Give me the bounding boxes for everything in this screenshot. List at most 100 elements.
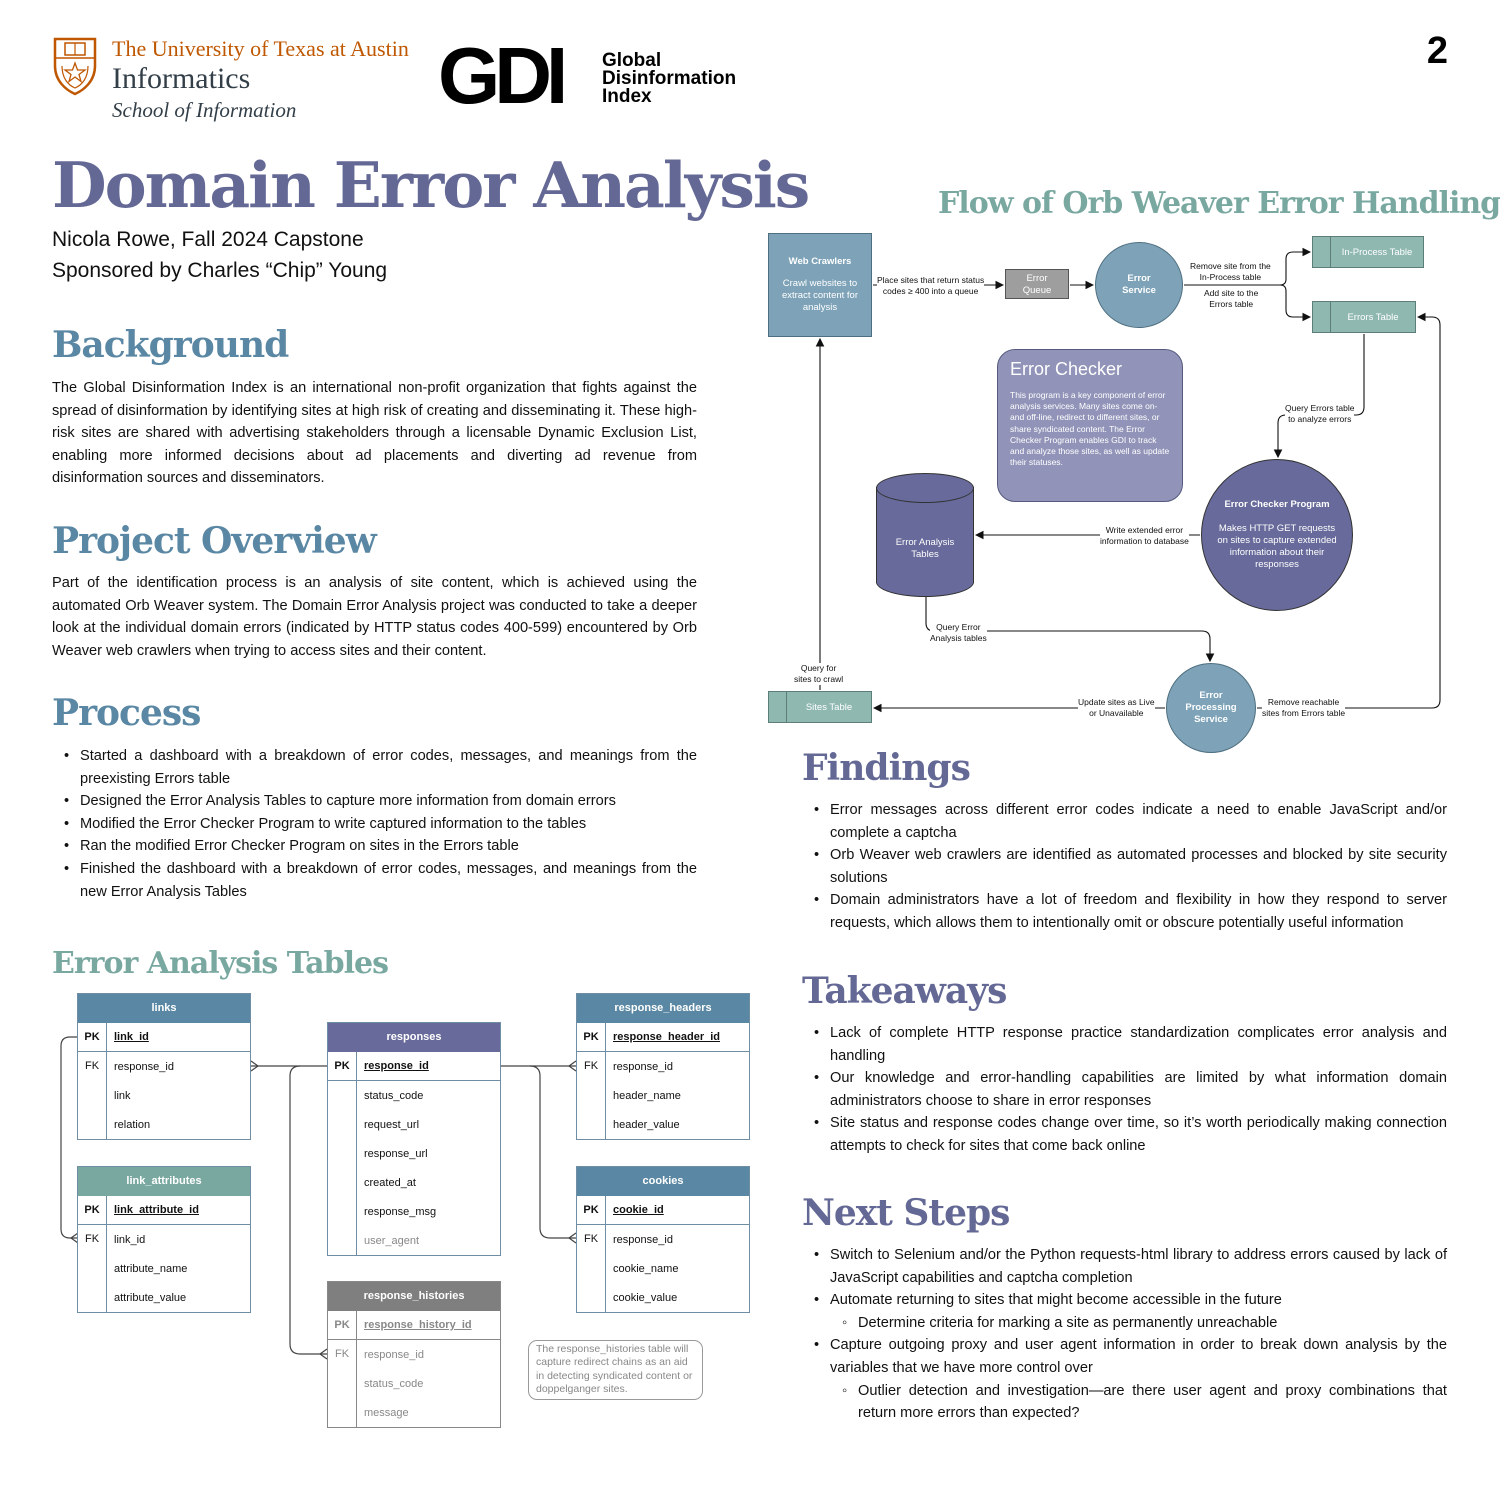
key-label [577,1283,606,1312]
edge-label-line: Write extended error [1105,525,1184,535]
gdi-mark: GDI [438,31,568,120]
ut-shield-icon [53,37,97,96]
key-label: FK [78,1225,107,1254]
key-label [577,1110,606,1139]
edge-label-line: Query Errors table [1285,403,1355,413]
db-label-line: Error Analysis [895,537,955,548]
key-label [328,1081,357,1110]
table-stub [1313,237,1331,267]
er-table-header: cookies [577,1167,749,1196]
pk-label: PK [328,1311,357,1339]
key-label [78,1110,107,1139]
edge-label-line: to analyze errors [1288,414,1352,424]
background-heading: Background [52,324,289,366]
next-steps-item: Capture outgoing proxy and user agent in… [802,1334,1447,1379]
edge-label-place-sites: Place sites that return status codes ≥ 4… [877,275,985,297]
takeaways-list: Lack of complete HTTP response practice … [802,1022,1447,1158]
field-name: response_id [613,1233,673,1246]
er-row: request_url [328,1110,500,1139]
gdi-wordmark: Global Disinformation Index [602,51,737,107]
error-checker-program-node: Error Checker Program Makes HTTP GET req… [1201,459,1353,611]
gdi-word-disinformation: Disinformation [602,68,737,89]
next-steps-subitem: Outlier detection and investigation—are … [802,1380,1447,1425]
field-name: status_code [364,1377,424,1390]
field-name: status_code [364,1089,424,1102]
error-checker-program-title: Error Checker Program [1224,499,1330,510]
process-item: Designed the Error Analysis Tables to ca… [52,790,697,813]
pk-label: PK [328,1052,357,1080]
er-row: response_msg [328,1197,500,1226]
er-row: cookie_value [577,1283,749,1312]
edge-label-line: Update sites as Live [1078,697,1155,707]
error-service-label: Service [1122,285,1156,296]
er-table-header: response_headers [577,994,749,1023]
gdi-word-index: Index [602,86,652,107]
error-analysis-tables-db-node: Error Analysis Tables [876,473,974,597]
pk-label: PK [577,1196,606,1224]
field-name: response_id [364,1348,424,1361]
error-checker-card: Error Checker This program is a key comp… [997,349,1183,502]
er-row: status_code [328,1081,500,1110]
er-row: status_code [328,1369,500,1398]
process-heading: Process [52,692,201,734]
field-name: cookie_name [613,1262,679,1275]
pk-field: link_attribute_id [114,1204,199,1216]
background-text: The Global Disinformation Index is an in… [52,380,697,487]
error-checker-card-body: This program is a key component of error… [1010,390,1170,468]
next-steps-item: Switch to Selenium and/or the Python req… [802,1244,1447,1289]
field-name: response_url [364,1147,428,1160]
er-row: header_value [577,1110,749,1139]
ut-school-name: School of Information [112,98,297,122]
pk-field: cookie_id [613,1204,664,1216]
key-label [328,1168,357,1197]
edge-label-query-error-analysis: Query Error Analysis tables [930,622,987,644]
error-processing-label: Processing [1185,702,1237,713]
author-line: Nicola Rowe, Fall 2024 Capstone [52,228,364,251]
gdi-logo: GDI Global Disinformation Index [438,36,758,116]
findings-item: Orb Weaver web crawlers are identified a… [802,844,1447,889]
edge-label-line: sites from Errors table [1262,708,1346,718]
process-item: Modified the Error Checker Program to wr… [52,813,697,836]
key-label [328,1369,357,1398]
error-processing-label: Service [1194,714,1228,725]
key-label [577,1254,606,1283]
pk-field: link_id [114,1031,149,1043]
takeaways-item: Site status and response codes change ov… [802,1112,1447,1157]
edge-label-line: or Unavailable [1089,708,1144,718]
field-name: response_msg [364,1205,437,1218]
key-label: FK [78,1052,107,1081]
er-row: cookie_name [577,1254,749,1283]
project-overview-heading: Project Overview [52,520,377,562]
error-tables-heading: Error Analysis Tables [52,946,389,981]
error-service-label: Error [1127,273,1151,284]
flow-diagram: Web Crawlers Crawl websites to extract c… [760,225,1460,755]
edge-label-line: Place sites that return status [877,275,985,285]
next-steps-heading: Next Steps [802,1192,1010,1234]
er-table-header: links [78,994,250,1023]
edge-label-line: Remove reachable [1267,697,1340,707]
next-steps-list: Switch to Selenium and/or the Python req… [802,1244,1447,1425]
key-label [328,1197,357,1226]
er-row: attribute_value [78,1283,250,1312]
field-name: relation [114,1118,151,1131]
findings-item: Error messages across different error co… [802,799,1447,844]
field-name: attribute_name [114,1262,188,1275]
process-item: Started a dashboard with a breakdown of … [52,745,697,790]
key-label [328,1110,357,1139]
ut-informatics: Informatics [112,62,251,95]
er-table-header: link_attributes [78,1167,250,1196]
error-queue-node: Error Queue [1005,269,1069,299]
field-name: response_id [613,1060,673,1073]
db-cylinder-body [876,487,974,583]
takeaways-heading: Takeaways [802,970,1007,1012]
er-row: response_url [328,1139,500,1168]
edge-label-query-errors: Query Errors table to analyze errors [1285,403,1355,425]
error-service-node: Error Service [1095,242,1183,328]
